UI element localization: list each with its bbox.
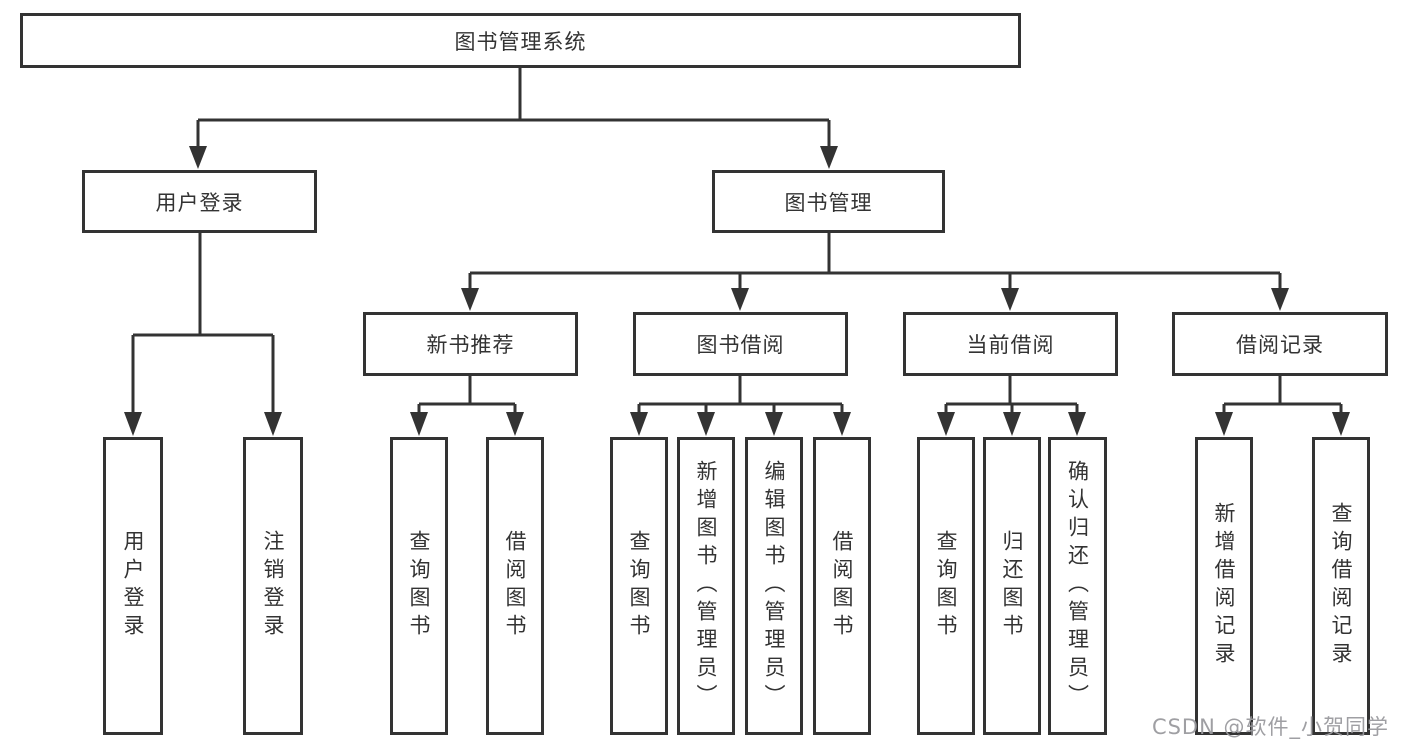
leaf-records-add-record: 新增借阅记录	[1195, 437, 1253, 735]
node-library-system: 图书管理系统	[20, 13, 1021, 68]
leaf-current-confirm-return-admin: 确认归还（管理员）	[1048, 437, 1107, 735]
node-user-login: 用户登录	[82, 170, 317, 233]
leaf-borrow-query-books: 查询图书	[610, 437, 668, 735]
node-borrow-records: 借阅记录	[1172, 312, 1388, 376]
connector-book-borrow-children	[630, 376, 851, 436]
leaf-recommend-borrow-books: 借阅图书	[486, 437, 544, 735]
node-current-borrow: 当前借阅	[903, 312, 1118, 376]
connector-current-borrow-children	[937, 376, 1086, 436]
leaf-current-return-books: 归还图书	[983, 437, 1041, 735]
leaf-current-query-books: 查询图书	[917, 437, 975, 735]
connector-user-login-children	[124, 233, 282, 436]
connector-book-management-to-level3	[461, 233, 1289, 311]
leaf-user-login: 用户登录	[103, 437, 163, 735]
connector-borrow-records-children	[1215, 376, 1350, 436]
node-book-management: 图书管理	[712, 170, 945, 233]
leaf-borrow-edit-books-admin: 编辑图书（管理员）	[745, 437, 803, 735]
leaf-records-query-record: 查询借阅记录	[1312, 437, 1370, 735]
leaf-logout: 注销登录	[243, 437, 303, 735]
connector-new-book-recommend-children	[410, 376, 524, 436]
node-book-borrow: 图书借阅	[633, 312, 848, 376]
connector-root-to-level2	[189, 68, 838, 169]
leaf-recommend-query-books: 查询图书	[390, 437, 448, 735]
leaf-borrow-borrow-books: 借阅图书	[813, 437, 871, 735]
node-new-book-recommend: 新书推荐	[363, 312, 578, 376]
csdn-watermark: CSDN @软件_小贺同学	[1151, 715, 1389, 739]
leaf-borrow-add-books-admin: 新增图书（管理员）	[677, 437, 735, 735]
